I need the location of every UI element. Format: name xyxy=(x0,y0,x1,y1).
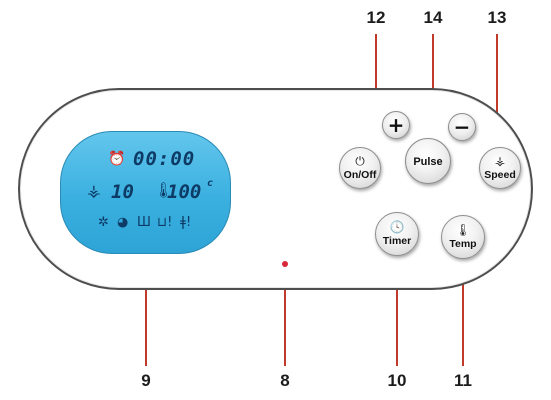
speed-label: Speed xyxy=(484,169,516,181)
callout-12: 12 xyxy=(366,8,386,27)
thermometer-warning-icon: ǂ! xyxy=(180,215,192,230)
speed-button[interactable]: ⚶ Speed xyxy=(479,147,521,189)
minus-button[interactable]: − xyxy=(448,113,476,141)
callout-11: 11 xyxy=(454,371,472,390)
timer-label: Timer xyxy=(382,235,412,247)
alarm-clock-icon: ⏰ xyxy=(108,151,126,167)
display-time: 00:00 xyxy=(133,148,196,170)
display-temp: 100 xyxy=(167,181,202,203)
clock-icon: 🕓 xyxy=(389,220,405,234)
callout-14: 14 xyxy=(423,8,443,27)
globe-icon: ◕ xyxy=(117,215,129,230)
on-off-button[interactable]: ⏻ On/Off xyxy=(339,147,381,189)
container-warning-icon: ⊔! xyxy=(157,215,173,230)
timer-button[interactable]: 🕓 Timer xyxy=(375,212,419,256)
temp-button[interactable]: 🌡 Temp xyxy=(441,215,485,259)
display-speed: 10 xyxy=(111,181,134,203)
power-icon: ⏻ xyxy=(355,154,365,168)
thermometer-icon: 🌡 xyxy=(455,223,471,237)
thermometer-icon: 🌡 xyxy=(154,181,174,199)
callout-13: 13 xyxy=(487,8,507,27)
blade-icon: ✲ xyxy=(98,215,109,230)
pulse-button[interactable]: Pulse xyxy=(405,138,451,184)
display-temp-unit: c xyxy=(207,178,214,189)
panel-body xyxy=(18,88,533,290)
pulse-label: Pulse xyxy=(413,156,443,168)
temp-label: Temp xyxy=(449,238,477,250)
fan-icon: ⚶ xyxy=(494,154,506,168)
indicator-led xyxy=(282,261,288,267)
fan-icon: ⚶ xyxy=(87,181,101,200)
callout-10: 10 xyxy=(387,371,407,390)
callout-9: 9 xyxy=(141,371,151,390)
plus-button[interactable]: + xyxy=(382,111,410,139)
on-off-label: On/Off xyxy=(343,169,377,181)
chart-icon: Ш xyxy=(137,215,151,230)
lcd-display: ⏰ 00:00 ⚶ 10 🌡 100 c ✲ ◕ Ш ⊔! ǂ! xyxy=(60,131,231,254)
callout-8: 8 xyxy=(280,371,290,390)
